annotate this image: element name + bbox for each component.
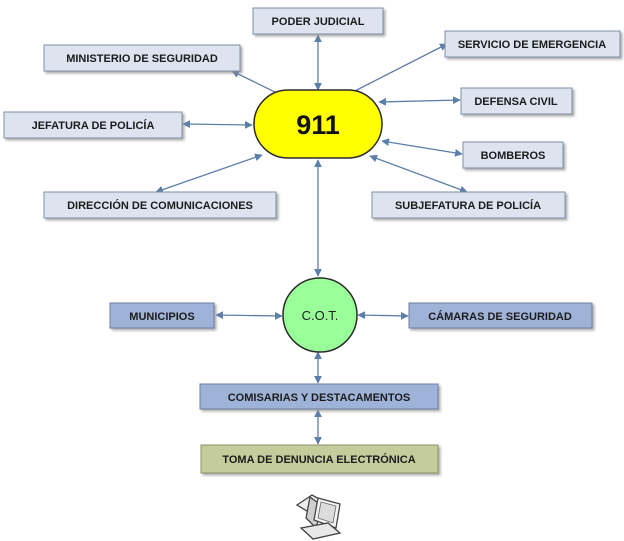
node-911: 911 — [253, 89, 383, 159]
node-subjefatura: SUBJEFATURA DE POLICÍA — [371, 191, 566, 219]
connectors — [155, 34, 468, 445]
node-jefatura: JEFATURA DE POLICÍA — [3, 111, 183, 139]
node-bomberos-label: BOMBEROS — [481, 150, 546, 162]
node-direccion-label: DIRECCIÓN DE COMUNICACIONES — [67, 199, 253, 212]
connector-camaras — [357, 311, 409, 320]
node-ministerio-label: MINISTERIO DE SEGURIDAD — [66, 53, 218, 65]
node-municipios: MUNICIPIOS — [109, 302, 215, 329]
node-comisarias: COMISARIAS Y DESTACAMENTOS — [199, 383, 439, 410]
node-direccion: DIRECCIÓN DE COMUNICACIONES — [43, 191, 277, 219]
node-camaras-label: CÁMARAS DE SEGURIDAD — [428, 310, 572, 323]
connector-servicio-emergencia — [344, 43, 448, 97]
node-servicio-emergencia: SERVICIO DE EMERGENCIA — [444, 30, 621, 58]
node-ministerio: MINISTERIO DE SEGURIDAD — [43, 44, 241, 72]
node-bomberos: BOMBEROS — [462, 141, 564, 169]
node-defensa-civil-label: DEFENSA CIVIL — [474, 96, 558, 108]
node-911-label: 911 — [296, 110, 340, 140]
node-subjefatura-label: SUBJEFATURA DE POLICÍA — [395, 199, 541, 212]
node-jefatura-label: JEFATURA DE POLICÍA — [32, 119, 155, 132]
connector-subjefatura — [369, 154, 468, 194]
node-comisarias-label: COMISARIAS Y DESTACAMENTOS — [228, 392, 411, 404]
node-municipios-label: MUNICIPIOS — [129, 311, 194, 323]
connector-jefatura — [182, 120, 253, 129]
connector-bomberos — [381, 138, 463, 157]
connector-municipios — [215, 311, 283, 320]
connector-direccion — [155, 153, 263, 194]
node-cot-label: C.O.T. — [302, 308, 339, 323]
node-toma-denuncia: TOMA DE DENUNCIA ELECTRÓNICA — [200, 444, 439, 474]
computer-icon — [295, 494, 342, 540]
node-camaras: CÁMARAS DE SEGURIDAD — [408, 302, 593, 329]
node-cot: C.O.T. — [282, 277, 358, 353]
node-servicio-emergencia-label: SERVICIO DE EMERGENCIA — [458, 39, 606, 51]
node-defensa-civil: DEFENSA CIVIL — [460, 87, 573, 115]
node-toma-denuncia-label: TOMA DE DENUNCIA ELECTRÓNICA — [222, 453, 415, 466]
node-poder-judicial: PODER JUDICIAL — [252, 7, 384, 35]
node-poder-judicial-label: PODER JUDICIAL — [272, 16, 365, 28]
connector-defensa-civil — [378, 96, 461, 106]
